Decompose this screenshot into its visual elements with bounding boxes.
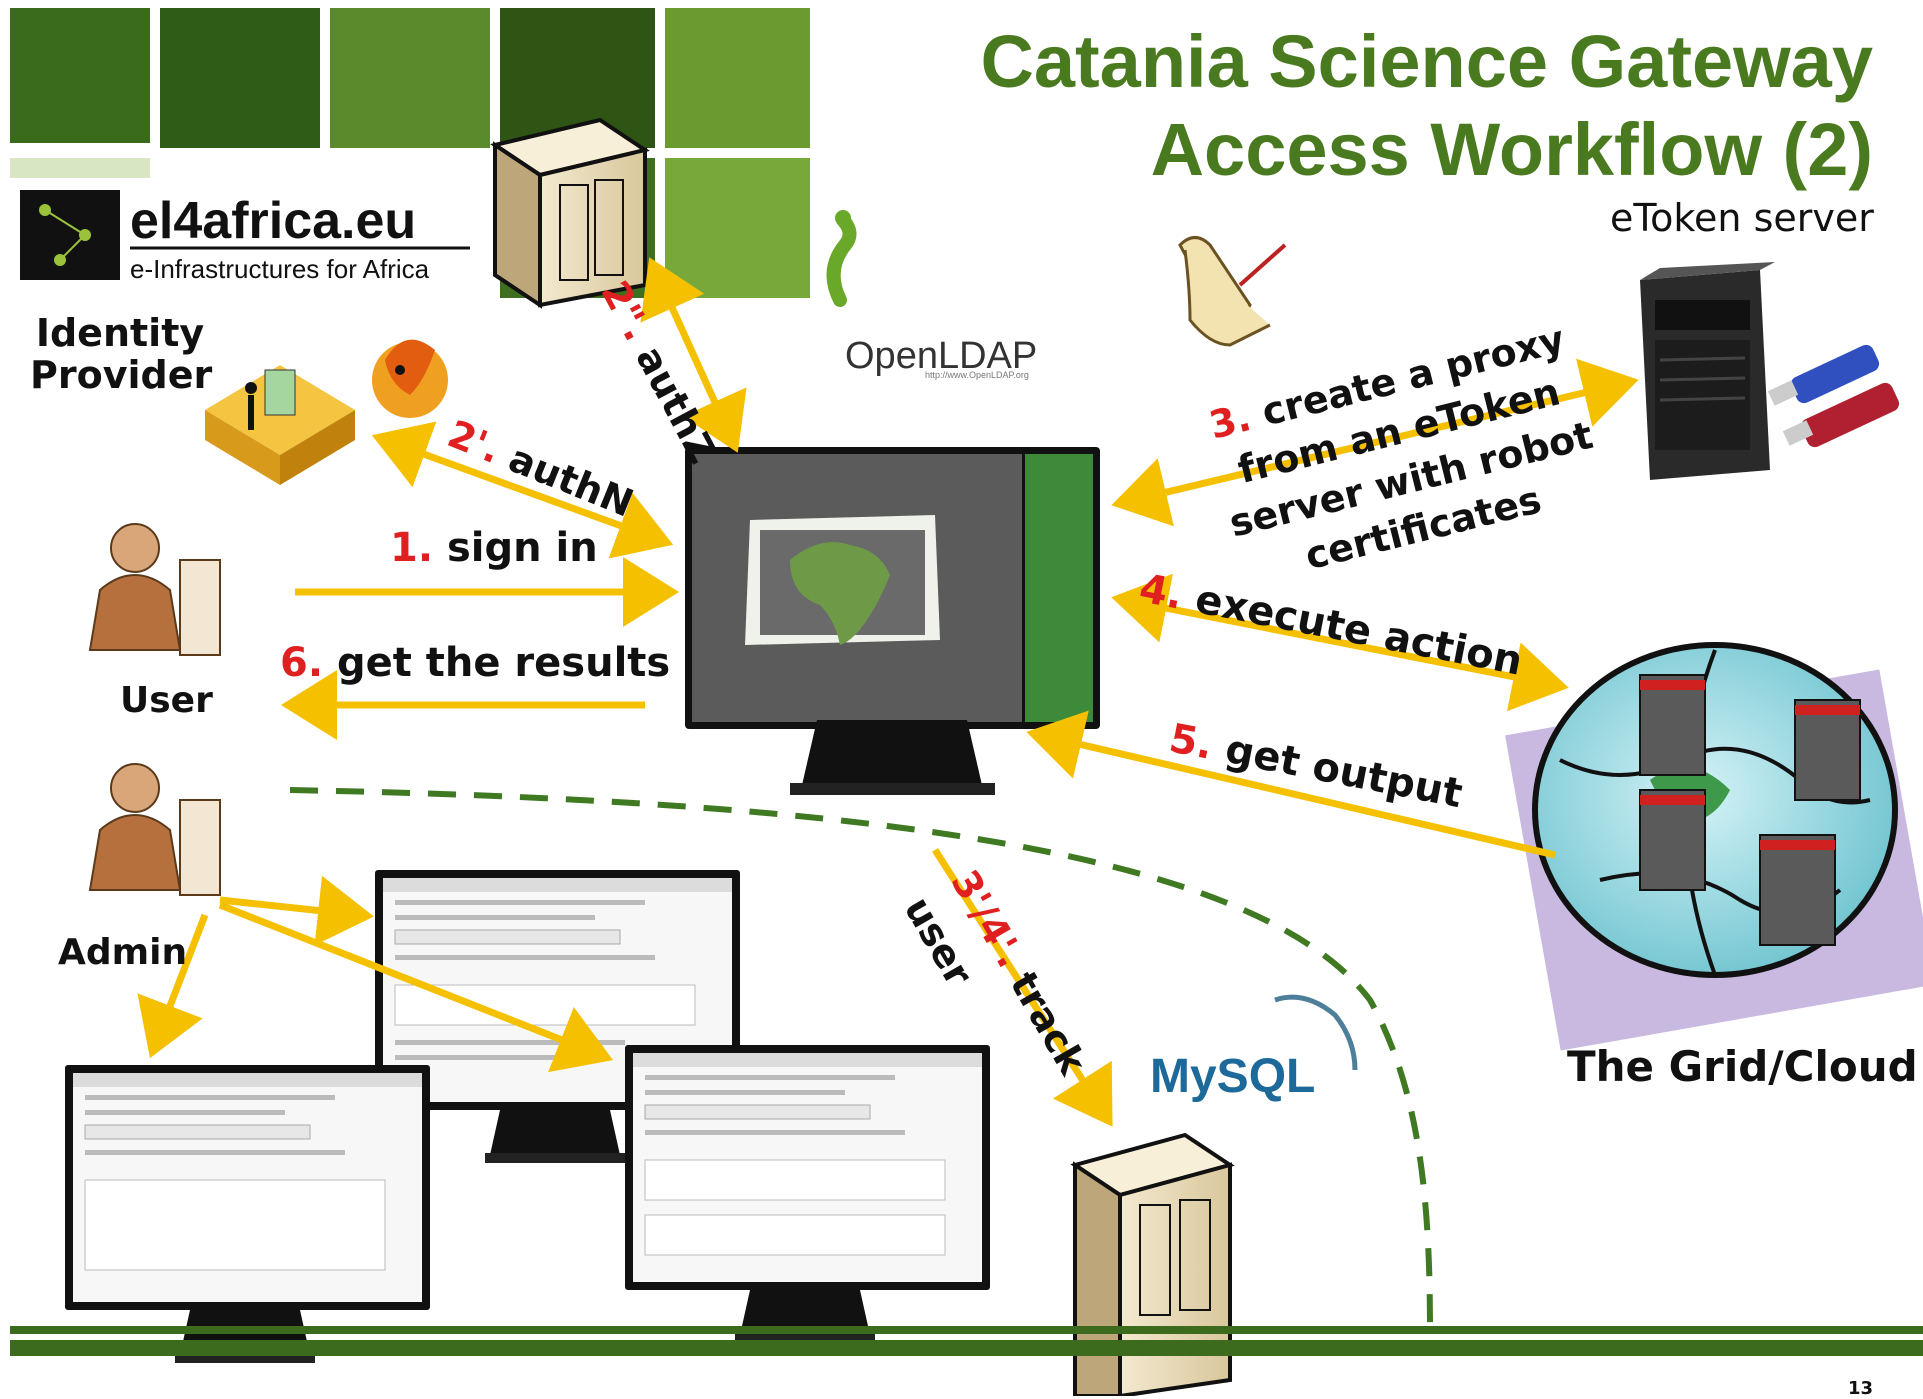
el4africa-logo: el4africa.eu e-Infrastructures for Afric… — [20, 190, 470, 284]
arrows — [137, 257, 1639, 1127]
openldap-logo: OpenLDAP http://www.OpenLDAP.org — [826, 210, 1037, 380]
page-number: 13 — [1848, 1378, 1874, 1399]
server-rack — [1639, 789, 1706, 891]
admin-figure-icon — [88, 763, 221, 896]
title-line-1: Catania Science Gateway — [980, 20, 1873, 103]
authz-server-icon — [490, 117, 650, 309]
step-number: 1. — [390, 525, 434, 571]
etoken-server-label: eToken server — [1610, 196, 1874, 240]
title-line-2: Access Workflow (2) — [1150, 108, 1873, 191]
grid-cloud-label: The Grid/Cloud — [1567, 1042, 1918, 1091]
footer-bar — [10, 1340, 1923, 1356]
server-rack — [1639, 674, 1706, 776]
dashed-separator — [289, 787, 1433, 1331]
admin-label: Admin — [58, 932, 188, 973]
brand-tagline: e-Infrastructures for Africa — [130, 254, 430, 284]
step-text: get the results — [336, 640, 671, 686]
mysql-label: MySQL — [1150, 1050, 1315, 1103]
arrow-track-user — [932, 848, 1113, 1127]
usb-token-icon — [1767, 344, 1900, 448]
step-get-results: 6. get the results — [280, 640, 670, 686]
arrow-authn — [371, 421, 674, 559]
openldap-url: http://www.OpenLDAP.org — [925, 370, 1029, 380]
step-number: 4. — [1135, 565, 1187, 619]
step-number: 3. — [1204, 395, 1256, 448]
openldap-label: OpenLDAP — [845, 335, 1037, 377]
arrow-admin-2 — [218, 901, 614, 1073]
server-rack — [1759, 834, 1836, 946]
identity-provider-icon — [205, 365, 355, 485]
step-sign-in: 1. sign in — [390, 525, 598, 571]
step-text: sign in — [446, 525, 598, 571]
arrow-execute — [1111, 573, 1569, 712]
arrow-admin-3 — [137, 913, 209, 1059]
admin-monitor — [625, 1045, 990, 1343]
user-label: User — [120, 680, 213, 721]
science-gateway-monitor — [685, 447, 1100, 795]
server-rack — [1794, 699, 1861, 801]
step-number: 5. — [1165, 715, 1217, 769]
footer-bar — [10, 1326, 1923, 1334]
arrow-get-output — [1026, 710, 1556, 859]
brand-name: el4africa.eu — [130, 192, 416, 250]
certificate-scroll-icon — [1178, 236, 1287, 347]
arrow-admin-1 — [219, 875, 374, 946]
arrow-authz — [640, 257, 747, 453]
grid-cloud-icon — [1505, 642, 1923, 1051]
identity-provider-label: Identity Provider — [30, 311, 213, 397]
mysql-server-icon — [1070, 1132, 1235, 1396]
page-title: Catania Science Gateway Access Workflow … — [980, 18, 1873, 194]
mysql-logo: MySQL — [1150, 994, 1358, 1103]
step-number: 6. — [280, 640, 324, 686]
griffin-logo — [372, 339, 448, 418]
user-figure-icon — [88, 523, 221, 656]
etoken-server-icon — [1640, 262, 1775, 480]
admin-monitor — [65, 1065, 430, 1363]
arrow-proxy — [1111, 358, 1639, 527]
